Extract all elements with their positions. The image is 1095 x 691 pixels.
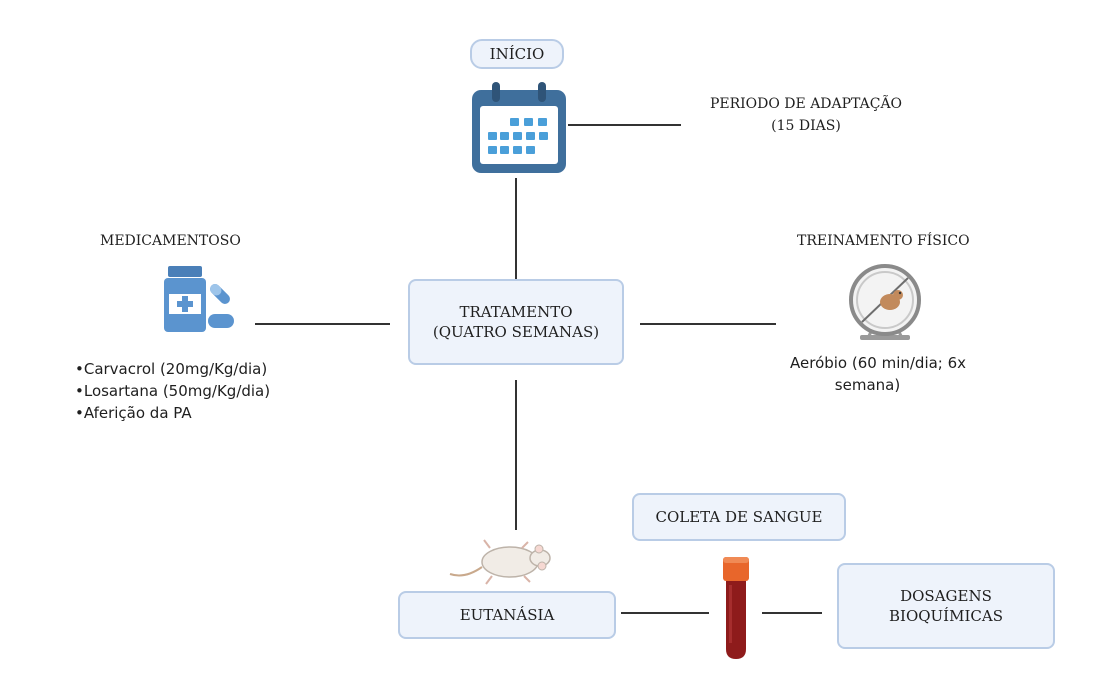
treatment-box: TRATAMENTO (QUATRO SEMANAS) (408, 279, 624, 365)
biochem-line2: BIOQUÍMICAS (889, 607, 1003, 625)
connector-drug-treatment (255, 323, 390, 325)
list-item: •Carvacrol (20mg/Kg/dia) (75, 360, 268, 378)
blood-collection-label: COLETA DE SANGUE (655, 507, 823, 526)
euthanasia-box: EUTANÁSIA (398, 591, 616, 639)
list-item: •Aferição da PA (75, 404, 192, 422)
treatment-line1: TRATAMENTO (459, 302, 573, 321)
connector-calendar-treatment (515, 178, 517, 279)
training-text: Aeróbio (60 min/dia; 6x semana) (790, 352, 967, 396)
connector-treatment-training (640, 323, 776, 325)
adaptation-line2: (15 DIAS) (771, 118, 841, 134)
start-label: INÍCIO (489, 44, 545, 63)
blood-collection-box: COLETA DE SANGUE (632, 493, 846, 541)
biochem-box: DOSAGENS BIOQUÍMICAS (837, 563, 1055, 649)
start-box: INÍCIO (470, 39, 564, 69)
training-title: TREINAMENTO FÍSICO (797, 233, 970, 249)
list-item: •Losartana (50mg/Kg/dia) (75, 382, 271, 400)
training-line2: semana) (834, 376, 901, 394)
medicine-icon (164, 266, 234, 332)
treatment-line2: (QUATRO SEMANAS) (432, 323, 600, 341)
hamster-wheel-icon (849, 264, 921, 340)
adaptation-text: PERIODO DE ADAPTAÇÃO (15 DIAS) (690, 93, 922, 137)
adaptation-line1: PERIODO DE ADAPTAÇÃO (709, 96, 903, 112)
connector-tube-biochem (762, 612, 822, 614)
training-line1: Aeróbio (60 min/dia; 6x (790, 354, 967, 372)
blood-tube-icon (723, 557, 749, 659)
connector-calendar-adaptation (568, 124, 681, 126)
rat-icon (449, 539, 551, 585)
connector-euthanasia-tube (621, 612, 709, 614)
calendar-icon (472, 82, 566, 173)
drug-list: •Carvacrol (20mg/Kg/dia) •Losartana (50m… (75, 358, 270, 424)
biochem-line1: DOSAGENS (900, 586, 992, 605)
connector-treatment-euthanasia (515, 380, 517, 530)
euthanasia-label: EUTANÁSIA (459, 605, 555, 624)
drug-title: MEDICAMENTOSO (100, 233, 241, 249)
